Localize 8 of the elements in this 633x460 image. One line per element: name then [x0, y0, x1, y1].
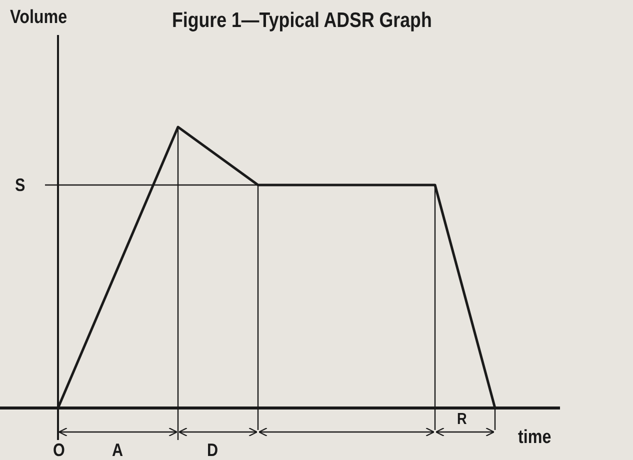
level-label: S [15, 176, 26, 194]
figure-title: Figure 1—Typical ADSR Graph [172, 10, 432, 31]
axis-label: Volume [10, 8, 68, 27]
origin-label: O [53, 441, 65, 459]
axis-label: time [518, 428, 552, 447]
segment-label: R [457, 412, 467, 428]
segment-label: A [112, 441, 124, 459]
segment-label: D [207, 441, 218, 459]
